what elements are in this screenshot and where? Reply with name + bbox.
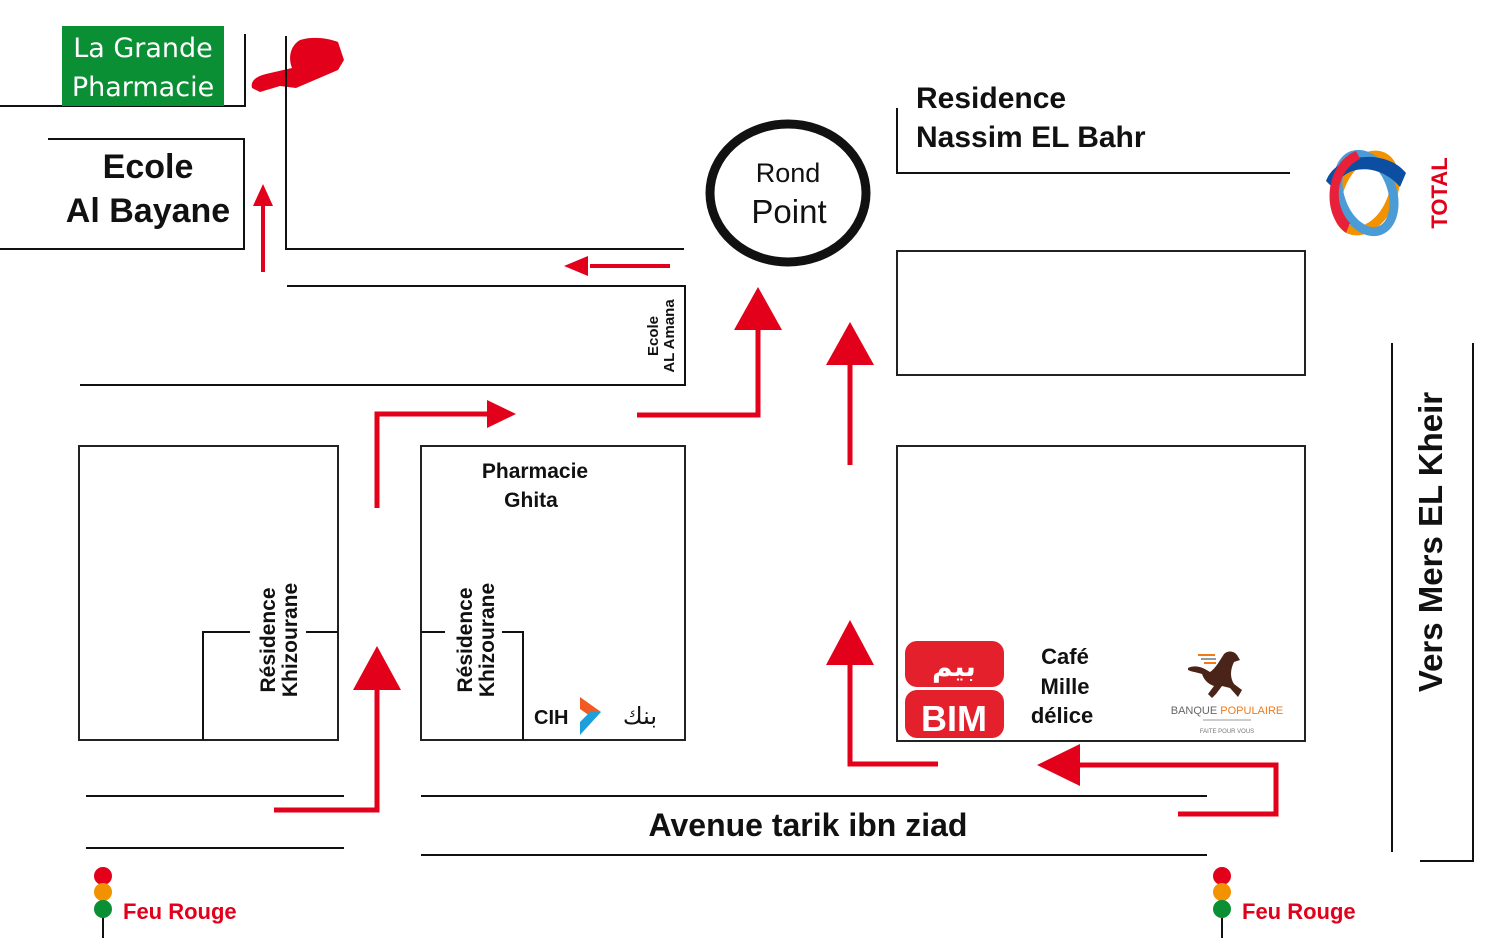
la-grande-pharmacie-sign: La Grande Pharmacie [62, 26, 224, 106]
traffic-light-left: Feu Rouge [94, 867, 237, 938]
residence-khizourane-left-line1: Résidence [257, 587, 280, 692]
traffic-light-red [1213, 867, 1231, 885]
pharmacie-ghita-line2: Ghita [504, 489, 558, 512]
horse-icon [1188, 651, 1242, 698]
cafe-mille-delice-line1: Café [1041, 644, 1089, 669]
residence-khizourane-right-line1: Résidence [454, 587, 477, 692]
route-arrow-right-upper [374, 400, 516, 508]
block-pharmacie-ghita [420, 445, 686, 741]
route-arrows [253, 184, 1279, 817]
avenue-tarik-ibn-ziad-label: Avenue tarik ibn ziad [649, 807, 968, 843]
residence-khizourane-right-label: Résidence Khizourane [454, 583, 499, 697]
pharmacie-sign-bg [62, 26, 224, 106]
residence-khizourane-left-outline [202, 631, 250, 740]
total-wordmark: TOTAL [1427, 157, 1452, 228]
residence-khizourane-right-line2: Khizourane [476, 583, 499, 697]
ecole-al-bayane-line2: Al Bayane [66, 192, 230, 230]
roundabout-label-line1: Rond [756, 158, 821, 188]
block-bim-banque-populaire [896, 445, 1306, 742]
block-north-east [896, 250, 1306, 376]
cafe-mille-delice-line2: Mille [1041, 674, 1090, 699]
banque-populaire-name-part1: BANQUE [1171, 705, 1221, 717]
la-grande-pharmacie-line2: Pharmacie [72, 72, 214, 103]
traffic-light-green [1213, 900, 1231, 918]
banque-populaire-name: BANQUE POPULAIRE [1171, 705, 1283, 717]
la-grande-pharmacie-line1: La Grande [73, 33, 213, 64]
banque-populaire-name-part2: POPULAIRE [1220, 705, 1283, 717]
residence-khizourane-right-outline [502, 631, 524, 740]
banque-populaire-logo: BANQUE POPULAIRE FAITE POUR VOUS [1171, 651, 1283, 735]
block-residence-nassim-outline [896, 108, 1290, 174]
total-logo: TOTAL [1326, 149, 1452, 237]
cih-chevron-orange [580, 697, 601, 716]
bim-arabic: بيم [932, 650, 976, 683]
cih-arabic: بنك [623, 702, 657, 730]
road-vers-mers-edge-right [1420, 343, 1474, 862]
ecole-al-amana-line2: AL Amana [661, 299, 678, 373]
route-arrow-up-to-roundabout-2 [826, 322, 874, 465]
block-ecole-al-amana-outline [80, 285, 686, 386]
residence-khizourane-left-line2: Khizourane [279, 583, 302, 697]
vers-mers-el-kheir-label: Vers Mers EL Kheir [1412, 392, 1449, 692]
route-arrow-left-north-road [564, 256, 670, 276]
traffic-light-right: Feu Rouge [1213, 867, 1356, 938]
traffic-light-green [94, 900, 112, 918]
route-arrow-left-avenue [1037, 744, 1279, 817]
roundabout-circle [705, 119, 871, 267]
block-ecole-al-bayane-outline [0, 138, 245, 250]
route-arrow-up-left-avenue [274, 646, 401, 813]
pointing-hand-icon [251, 36, 344, 92]
traffic-light-right-label: Feu Rouge [1242, 899, 1356, 924]
ecole-al-bayane-line1: Ecole [103, 148, 194, 186]
ecole-al-amana-line1: Ecole [645, 316, 662, 356]
total-globe-icon [1326, 149, 1406, 237]
traffic-light-amber [1213, 883, 1231, 901]
cih-latin: CIH [534, 707, 568, 729]
cafe-mille-delice-line3: délice [1031, 703, 1093, 728]
ecole-al-amana-label: Ecole AL Amana [645, 299, 678, 373]
traffic-light-amber [94, 883, 112, 901]
roundabout: Rond Point [705, 119, 871, 267]
pharmacie-ghita-line1: Pharmacie [482, 460, 588, 483]
route-arrow-up-bim [826, 620, 938, 767]
cih-chevron-blue [580, 712, 601, 735]
residence-nassim-line2: Nassim EL Bahr [916, 121, 1146, 154]
cih-bank-logo: CIH بنك [534, 697, 657, 735]
bim-logo: بيم BIM [905, 641, 1004, 739]
residence-nassim-line1: Residence [916, 82, 1066, 115]
street-lines [0, 34, 1474, 862]
roundabout-label-line2: Point [751, 193, 826, 230]
banque-populaire-tagline: FAITE POUR VOUS [1200, 729, 1254, 735]
block-residence-khizourane-left [78, 445, 339, 741]
route-arrow-up-al-bayane [253, 184, 273, 272]
vers-mers-el-kheir-text: Vers Mers EL Kheir [1412, 392, 1449, 692]
residence-khizourane-left-label: Résidence Khizourane [257, 583, 302, 697]
road-edge-north [285, 36, 684, 250]
route-arrow-up-to-roundabout [637, 287, 782, 418]
bim-latin: BIM [921, 698, 987, 739]
traffic-light-red [94, 867, 112, 885]
traffic-light-left-label: Feu Rouge [123, 899, 237, 924]
